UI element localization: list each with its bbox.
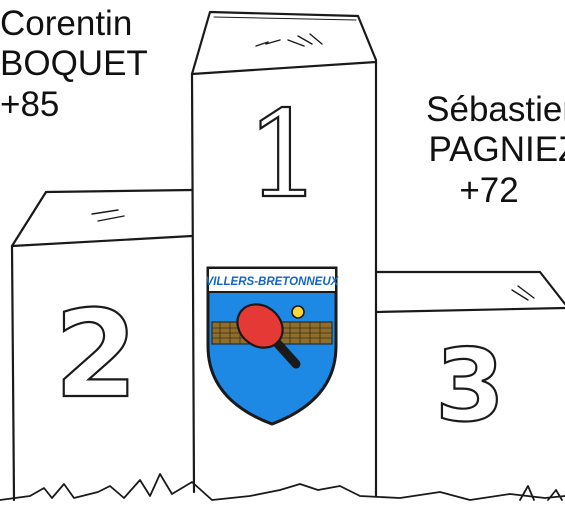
ping-pong-ball-icon: [291, 305, 305, 319]
first-place-last-name: BOQUET: [0, 44, 148, 84]
club-crest-logo: VILLERS-BRETONNEUX: [206, 266, 340, 426]
third-place-first-name: Sébastien: [426, 90, 565, 129]
place-number-second: 2: [54, 286, 138, 425]
ping-pong-paddle-icon: [236, 303, 301, 369]
club-name: VILLERS-BRETONNEUX: [206, 276, 340, 288]
first-place-score: +85: [0, 84, 60, 124]
third-place-label: Sébastien PAGNIEZ +72: [404, 90, 565, 211]
third-place-score: +72: [459, 170, 519, 210]
podium-block-second: [10, 188, 194, 502]
place-number-third: 3: [435, 327, 505, 444]
place-number-first: 1: [246, 86, 322, 225]
podium-block-third: [374, 270, 565, 314]
first-place-label: Corentin BOQUET +85: [0, 4, 148, 125]
third-place-last-name: PAGNIEZ: [428, 130, 565, 170]
podium-block-first: [190, 10, 378, 498]
first-place-first-name: Corentin: [0, 4, 133, 43]
ground-grass: [0, 473, 565, 501]
